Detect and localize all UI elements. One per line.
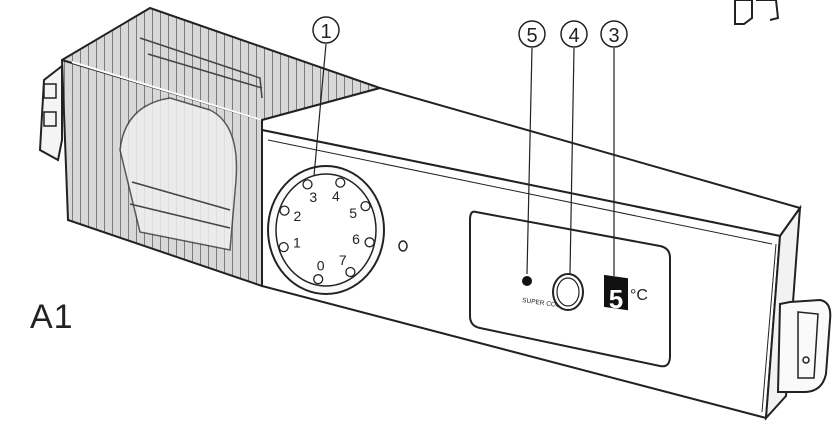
ribbed-cover (60, 6, 384, 288)
callout-3-label: 3 (608, 25, 619, 47)
dial-detent (360, 200, 371, 212)
callout-3: 3 (600, 20, 628, 48)
dial-number: 5 (349, 205, 357, 221)
callout-4: 4 (560, 20, 588, 48)
dial-number: 2 (294, 208, 302, 224)
indicator-hole (398, 240, 408, 252)
display-digit: 5 (609, 284, 623, 314)
dial-number: 0 (317, 258, 325, 274)
dial-detents (278, 177, 375, 285)
figure-label: A1 (30, 298, 74, 336)
dial-detent (279, 205, 290, 216)
callout-5: 5 (518, 20, 546, 48)
dial-number: 4 (332, 188, 340, 204)
dial-number: 3 (309, 189, 317, 205)
super-cool-led (522, 276, 532, 286)
dial-number: 1 (293, 234, 301, 250)
display-unit: °C (630, 287, 648, 304)
dial-detent (345, 266, 356, 278)
top-bracket (734, 0, 753, 25)
dial-detent (302, 179, 313, 190)
callout-1-label: 1 (320, 21, 331, 43)
callout-4-label: 4 (568, 25, 579, 47)
callout-5-label: 5 (526, 25, 537, 47)
super-cool-button[interactable] (552, 273, 584, 311)
right-mounting-clip (776, 298, 832, 393)
callout-1: 1 (312, 16, 340, 44)
dial-detent (335, 177, 346, 188)
left-mounting-clip (38, 63, 63, 162)
dial-number: 7 (339, 252, 347, 268)
dial-detent (364, 237, 375, 248)
dial-detent (278, 241, 289, 253)
dial-detent (313, 274, 324, 285)
temperature-display: 5 °C (604, 274, 648, 314)
dial-number: 6 (352, 231, 360, 247)
